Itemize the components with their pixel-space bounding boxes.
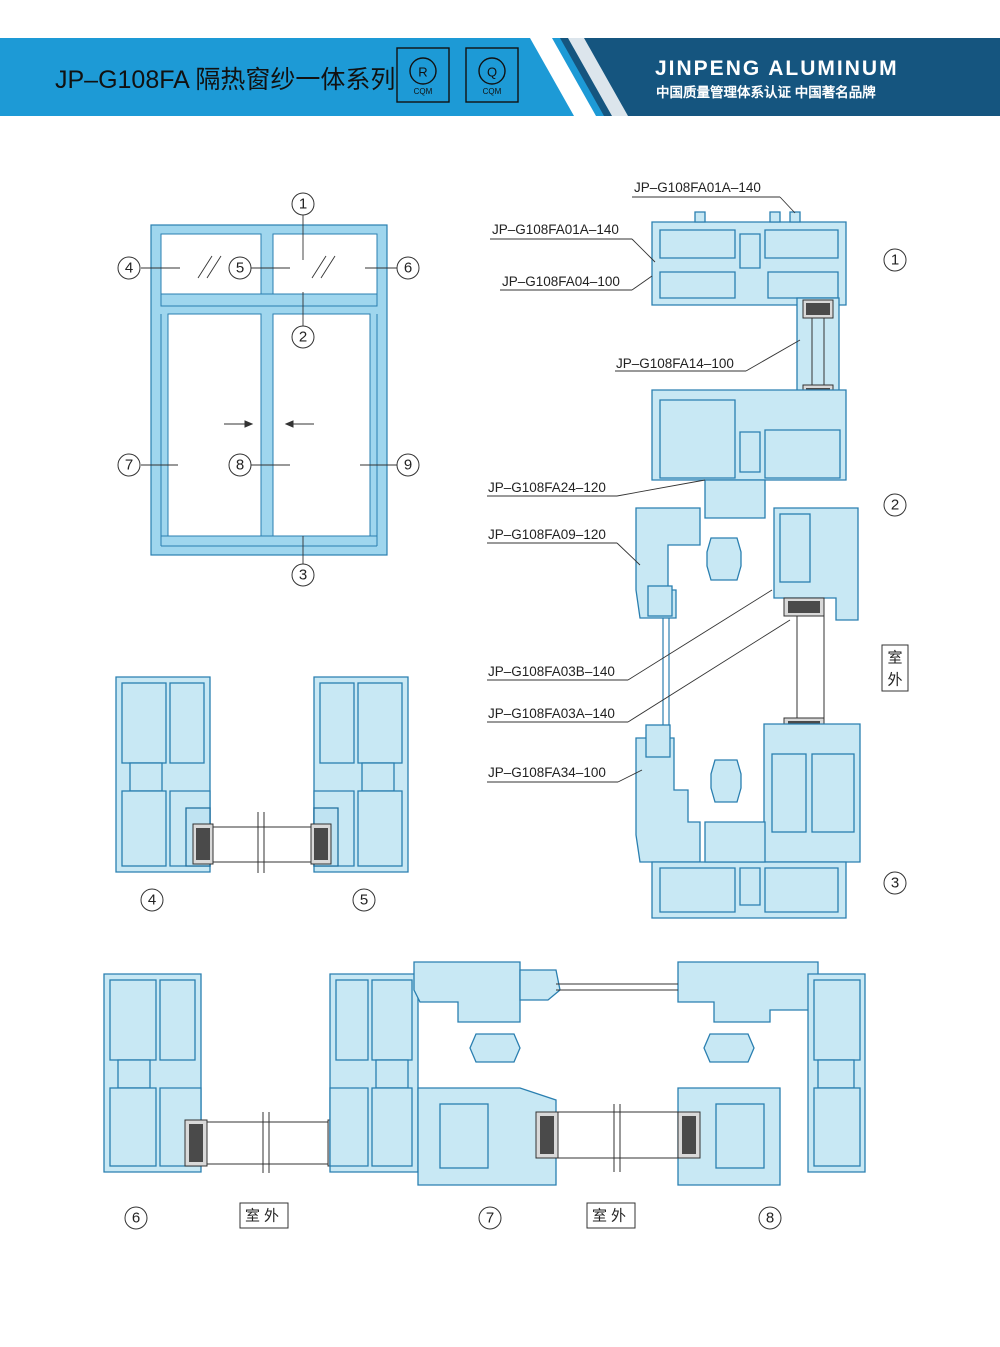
brand-name: JINPENG ALUMINUM <box>655 57 899 80</box>
badge-q-caption: CQM <box>483 87 502 96</box>
svg-text:室外: 室外 <box>245 1208 283 1225</box>
callout-4: 4 <box>148 892 156 909</box>
svg-text:9: 9 <box>404 457 412 474</box>
callout-8: 8 <box>766 1210 774 1227</box>
horizontal-section-6-7-8: 6 7 8 室外 室外 <box>103 961 866 1230</box>
svg-text:1: 1 <box>299 196 307 213</box>
svg-text:8: 8 <box>236 457 244 474</box>
exterior-badge-vertical: 室 外 <box>881 644 909 692</box>
svg-text:7: 7 <box>125 457 133 474</box>
svg-text:5: 5 <box>236 260 244 277</box>
cert-badge-q: Q CQM <box>465 47 519 103</box>
part-code-labels: JP–G108FA01A–140 JP–G108FA01A–140 JP–G10… <box>488 180 761 780</box>
code-01a: JP–G108FA01A–140 <box>492 222 619 237</box>
part-code-leaders <box>487 196 801 783</box>
jamb-section-4-5: 4 5 <box>115 676 409 912</box>
code-04: JP–G108FA04–100 <box>502 274 620 289</box>
exterior-badge-left: 室外 <box>239 1202 289 1229</box>
badge-q-letter: Q <box>487 65 497 80</box>
svg-text:4: 4 <box>125 260 133 277</box>
callout-7: 7 <box>486 1210 494 1227</box>
vertical-section: JP–G108FA01A–140 JP–G108FA01A–140 JP–G10… <box>487 180 909 919</box>
svg-text:室外: 室外 <box>592 1208 630 1225</box>
code-34: JP–G108FA34–100 <box>488 765 606 780</box>
sill-profile <box>651 821 847 919</box>
svg-text:3: 3 <box>299 567 307 584</box>
upper-sash-right <box>773 507 859 621</box>
badge-r-caption: CQM <box>414 87 433 96</box>
upper-sash-left <box>635 507 742 619</box>
transom-profile <box>651 389 847 519</box>
code-14: JP–G108FA14–100 <box>616 356 734 371</box>
exterior-badge-center: 室外 <box>586 1202 636 1229</box>
callout-6: 6 <box>132 1210 140 1227</box>
svg-text:6: 6 <box>404 260 412 277</box>
svg-text:室: 室 <box>887 650 902 667</box>
svg-text:外: 外 <box>887 672 902 689</box>
sliding-arrows <box>224 420 314 428</box>
head-profile <box>651 211 847 306</box>
page-title: JP–G108FA 隔热窗纱一体系列 <box>55 66 395 94</box>
elevation-callouts: 1 2 3 4 5 6 7 8 9 <box>117 192 420 587</box>
elevation-leaders <box>141 215 397 565</box>
cert-badge-r: R CQM <box>396 47 450 103</box>
svg-text:1: 1 <box>891 252 899 269</box>
svg-text:2: 2 <box>299 329 307 346</box>
brand-tagline: 中国质量管理体系认证 中国著名品牌 <box>656 84 876 100</box>
header-band: JP–G108FA 隔热窗纱一体系列 R CQM Q CQM JINPENG A… <box>0 38 1000 116</box>
lower-sash-left <box>635 724 742 863</box>
badge-r-letter: R <box>418 65 427 80</box>
svg-text:3: 3 <box>891 875 899 892</box>
lower-sash-right <box>763 723 861 863</box>
code-09: JP–G108FA09–120 <box>488 527 606 542</box>
glass-hatch <box>197 255 336 279</box>
code-24: JP–G108FA24–120 <box>488 480 606 495</box>
code-03a: JP–G108FA03A–140 <box>488 706 615 721</box>
code-03b: JP–G108FA03B–140 <box>488 664 615 679</box>
svg-text:2: 2 <box>891 497 899 514</box>
window-elevation: 1 2 3 4 5 6 7 8 9 <box>117 192 420 587</box>
vertical-section-callouts: 1 2 3 <box>883 248 907 895</box>
callout-5: 5 <box>360 892 368 909</box>
code-01a-top: JP–G108FA01A–140 <box>634 180 761 195</box>
